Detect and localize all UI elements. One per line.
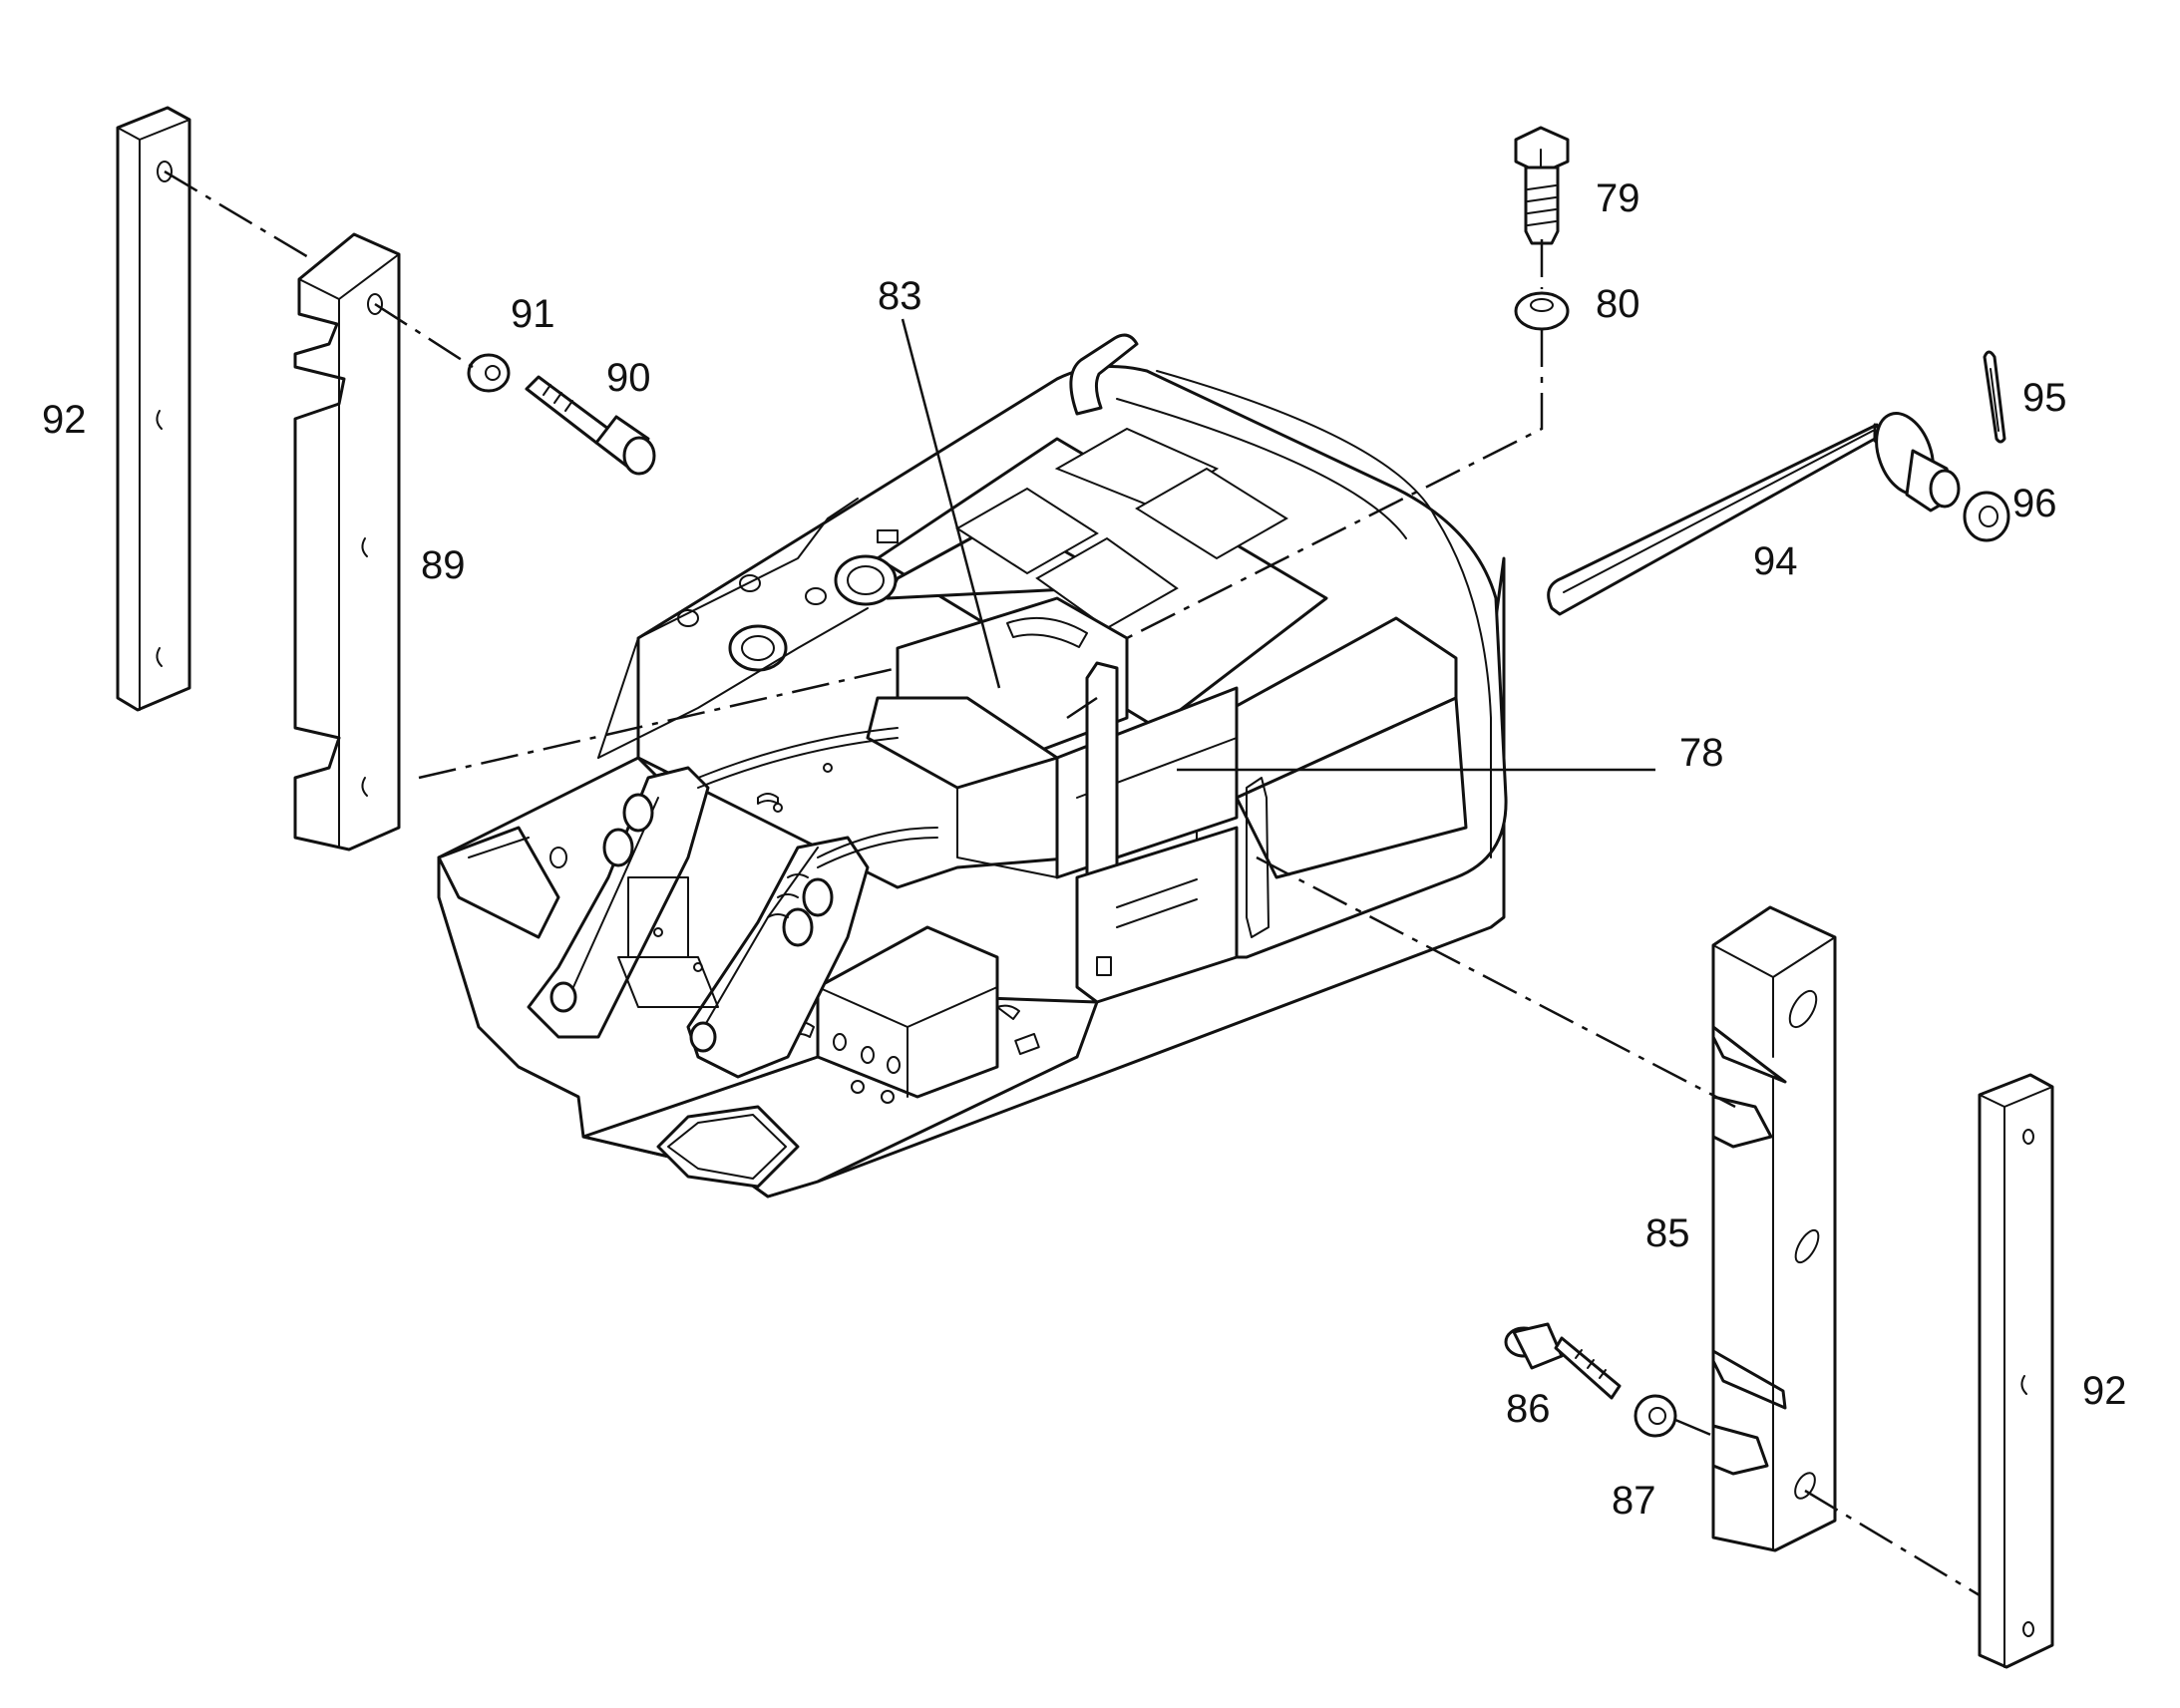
washer-96 <box>1963 491 2010 542</box>
callout-78: 78 <box>1679 731 1724 775</box>
callout-95: 95 <box>2022 376 2067 420</box>
assembly-lines <box>164 170 1981 1597</box>
bolt-90 <box>525 375 656 476</box>
leader-lines <box>901 318 1655 772</box>
callout-91: 91 <box>511 292 555 336</box>
callout-92-right: 92 <box>2082 1369 2127 1413</box>
callout-80: 80 <box>1596 282 1640 326</box>
washer-91 <box>467 353 511 393</box>
washer-80 <box>1514 291 1570 331</box>
washer-87 <box>1634 1394 1677 1438</box>
bolt-86 <box>1504 1322 1622 1400</box>
callout-87: 87 <box>1612 1479 1656 1523</box>
counterweight-plate-92-right <box>1978 1073 2054 1669</box>
mounting-bracket-89 <box>293 232 401 852</box>
upper-carriage-body <box>437 333 1508 1198</box>
callout-labels: 78 79 80 83 85 86 87 89 90 91 92 92 94 9… <box>42 176 2127 1523</box>
lifting-rod-94 <box>1547 412 1961 616</box>
callout-96: 96 <box>2012 482 2057 525</box>
callout-79: 79 <box>1596 176 1640 220</box>
callout-86: 86 <box>1506 1387 1551 1431</box>
cotter-pin-95 <box>1983 350 2006 444</box>
callout-89: 89 <box>421 543 466 587</box>
hex-bolt-79 <box>1514 126 1570 245</box>
mounting-bracket-85 <box>1711 905 1837 1552</box>
callout-94: 94 <box>1753 539 1798 583</box>
callout-85: 85 <box>1645 1211 1690 1255</box>
callout-90: 90 <box>606 356 651 400</box>
callout-92-left: 92 <box>42 398 87 442</box>
callout-83: 83 <box>878 274 922 318</box>
counterweight-plate-92-left <box>116 106 191 712</box>
